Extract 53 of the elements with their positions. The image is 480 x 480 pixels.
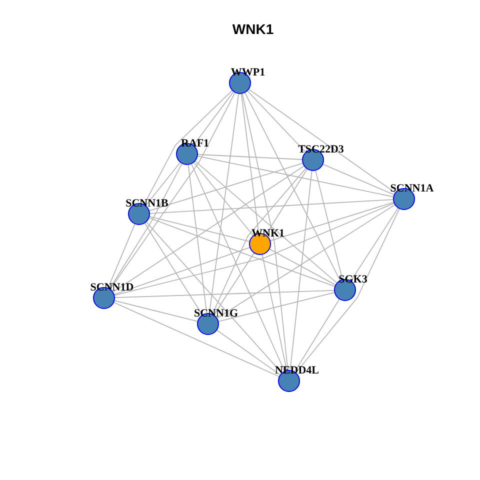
edge-line	[247, 90, 306, 152]
node-label: WWP1	[230, 68, 266, 78]
edge-line	[114, 290, 334, 298]
edge-line	[191, 164, 285, 372]
edge-line	[290, 170, 312, 371]
edge-line	[150, 199, 394, 214]
edge-line	[269, 248, 336, 286]
edge-line	[214, 252, 254, 316]
edge-line	[149, 162, 303, 212]
edge-line	[315, 170, 343, 280]
edge-line	[194, 160, 338, 284]
edge-line	[248, 88, 396, 194]
edge-line	[294, 298, 340, 372]
edge-line	[108, 224, 136, 288]
edge-line	[193, 91, 234, 146]
edge-line	[296, 208, 400, 373]
chart-title: WNK1	[232, 22, 274, 36]
node-label: WNK1	[252, 228, 284, 240]
edge-line	[270, 202, 394, 242]
edge-line	[198, 154, 302, 160]
edge-line	[244, 92, 340, 281]
node-label: SGK3	[338, 274, 368, 286]
node-label: SCNN1A	[390, 184, 434, 194]
edge-line	[144, 222, 203, 316]
edge-line	[148, 217, 336, 287]
edge-line	[216, 204, 396, 319]
edge-line	[114, 300, 198, 322]
edge-line	[212, 168, 306, 314]
edge-line	[109, 163, 182, 290]
edge-line	[110, 92, 236, 290]
node-label: TSC22D3	[298, 144, 344, 156]
edge-line	[242, 93, 288, 371]
node-label: RAF1	[180, 138, 210, 150]
node-label: SCNN1G	[194, 308, 238, 320]
edge-line	[197, 156, 394, 198]
edge-line	[145, 162, 181, 206]
edge-line	[218, 292, 335, 322]
edge-line	[112, 166, 304, 292]
node-label: SCNN1B	[126, 198, 168, 210]
edge-line	[144, 90, 233, 205]
edge-line	[114, 247, 250, 295]
edge-line	[114, 302, 280, 377]
edge-line	[188, 164, 208, 314]
edge-line	[193, 162, 254, 236]
edge-line	[322, 164, 394, 196]
edge-line	[149, 216, 250, 242]
edge-line	[114, 202, 394, 296]
edge-line	[262, 254, 288, 371]
edge-line	[350, 208, 398, 282]
edge-line	[216, 330, 280, 376]
node-label: SCNN1D	[90, 282, 134, 294]
edge-line	[265, 168, 308, 236]
node-label: NEDD4L	[275, 366, 319, 376]
